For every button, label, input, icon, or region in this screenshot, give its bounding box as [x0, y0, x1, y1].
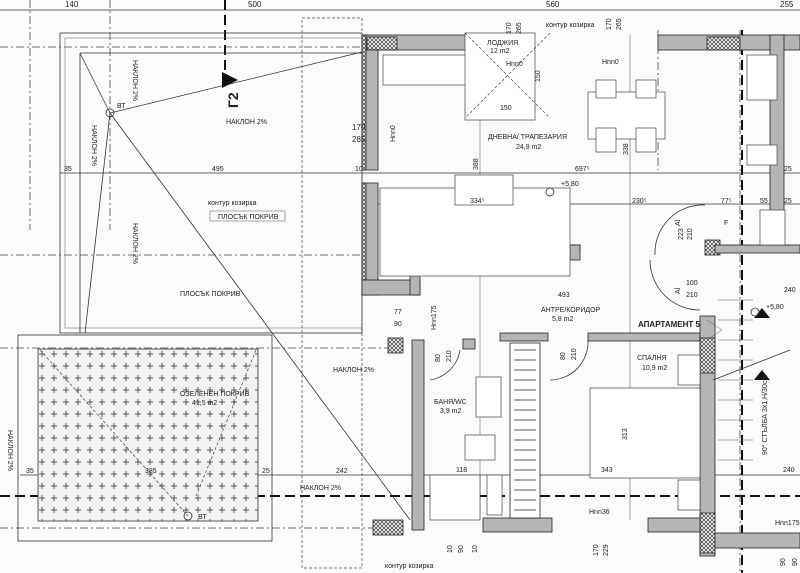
dim-label: 223: [678, 228, 685, 240]
walls: [361, 34, 800, 557]
dim-label: 170: [593, 544, 600, 556]
slope-label: НАКЛОН 2%: [333, 367, 374, 374]
canopy-outline-label: контур козирка: [546, 22, 595, 29]
level-label: Hnn0: [390, 125, 397, 142]
slope-label: НАКЛОН 2%: [226, 119, 267, 126]
room-name-hall: АНТРЕ/КОРИДОР: [541, 307, 601, 314]
slope-label: НАКЛОН 2%: [300, 485, 341, 492]
door-mark: Al: [675, 287, 682, 294]
dim-label: 140: [65, 0, 79, 9]
dim-label: 265: [616, 18, 623, 30]
dim-label: 77⁵: [721, 198, 732, 205]
dim-label: 495: [212, 166, 224, 173]
dim-label: 170: [352, 123, 366, 132]
room-area-bedroom: 10,9 m2: [642, 365, 667, 372]
dim-label: 35: [26, 468, 34, 475]
room-area-hall: 5,8 m2: [552, 316, 574, 323]
dim-label: 10: [472, 545, 479, 553]
dim-label: 385: [145, 468, 157, 475]
drain-label: ВТ: [117, 103, 126, 110]
dim-label: 334⁵: [470, 198, 485, 205]
dim-label: 697⁵: [575, 166, 590, 173]
door-mark: F: [724, 220, 728, 227]
drain-icon: [183, 511, 193, 521]
dim-label: 388: [473, 158, 480, 170]
dim-label: 230⁵: [632, 198, 647, 205]
dim-label: 210: [571, 348, 578, 360]
dim-label: 255: [780, 0, 794, 9]
level-label: Hnn175: [431, 305, 438, 330]
dim-label: 560: [546, 0, 560, 9]
dim-label: 343: [601, 467, 613, 474]
room-area-living: 24,9 m2: [516, 144, 541, 151]
dim-label: 493: [558, 292, 570, 299]
dim-label: 10: [355, 166, 363, 173]
stairs-label: 90° СТЪЛБА 3x1,H/30cm: [761, 375, 769, 455]
slope-label: НАКЛОН 2%: [6, 430, 13, 471]
dim-label: 240: [783, 467, 795, 474]
dim-label: 80: [435, 354, 442, 362]
dim-label: 100: [686, 280, 698, 287]
dim-label: 170: [606, 18, 613, 30]
dim-label: 265: [516, 22, 523, 34]
dim-label: 338: [623, 143, 630, 155]
dim-label: 90: [792, 558, 799, 566]
slope-label: НАКЛОН 2%: [131, 60, 138, 101]
dim-label: 500: [248, 0, 262, 9]
slope-label: НАКЛОН 2%: [90, 125, 97, 166]
slope-label: НАКЛОН 2%: [131, 223, 138, 264]
flat-roof-label: ПЛОСЪК ПОКРИВ: [180, 291, 241, 298]
dim-label: 80: [560, 352, 567, 360]
level-label: Hnn0: [602, 59, 619, 66]
dim-label: 150: [535, 70, 542, 82]
door-mark: Al: [675, 219, 682, 226]
dim-label: 25: [784, 166, 792, 173]
room-area-loggia: 12 m2: [490, 48, 510, 55]
green-roof: [17, 334, 273, 542]
elevation-label: +5,80: [561, 181, 579, 188]
drain-label: ВТ: [198, 514, 207, 521]
dim-label: 25: [262, 468, 270, 475]
elevation-marker-icon: [545, 187, 555, 197]
dim-label: 55: [760, 198, 768, 205]
room-name-bath: БАНЯ/WC: [434, 399, 467, 406]
canopy-outline-label: контур козирка: [208, 200, 257, 207]
level-label: Hnn0: [506, 61, 523, 68]
room-name-loggia: ЛОДЖИЯ: [487, 40, 518, 47]
dim-label: 150: [500, 105, 512, 112]
level-label: Hnn175: [775, 520, 800, 527]
dim-label: 229: [603, 544, 610, 556]
dim-label: 90: [780, 558, 787, 566]
dim-label: 90: [394, 321, 402, 328]
dim-label: 35: [64, 166, 72, 173]
room-name-bedroom: СПАЛНЯ: [637, 355, 667, 362]
furniture: [105, 32, 791, 521]
dim-label: 210: [446, 350, 453, 362]
dim-label: 313: [622, 428, 629, 440]
dim-label: 77: [394, 309, 402, 316]
room-name-living: ДНЕВНА/ ТРАПЕЗАРИЯ: [488, 134, 567, 141]
dim-label: 285: [352, 135, 366, 144]
canopy-outline-label: контур козирка: [385, 563, 434, 570]
elevation-label: +5,80: [766, 304, 784, 311]
dim-label: 210: [686, 292, 698, 299]
dim-label: 10: [447, 545, 454, 553]
dim-label: 118: [456, 467, 467, 474]
section-mark: Г2: [225, 92, 241, 108]
dim-label: 240: [784, 287, 796, 294]
dim-label: 90: [458, 545, 465, 553]
apartment-label: АПАРТАМЕНТ 5: [638, 320, 700, 329]
dim-label: 210: [687, 228, 694, 240]
flat-roof-label: ПЛОСЪК ПОКРИВ: [218, 214, 279, 221]
level-label: Hnn36: [589, 509, 610, 516]
drain-icon: [105, 108, 115, 118]
elevation-marker-icon: [750, 307, 760, 317]
room-area-bath: 3,9 m2: [440, 408, 462, 415]
room-area-green-roof: 41,5 m2: [192, 400, 217, 407]
room-name-green-roof: ОЗЕЛЕНЕН ПОКРИВ: [180, 391, 250, 398]
dim-label: 170: [506, 22, 513, 34]
dim-label: 25: [784, 198, 792, 205]
dim-label: 242: [336, 468, 348, 475]
section-arrow-icon: [222, 72, 238, 88]
